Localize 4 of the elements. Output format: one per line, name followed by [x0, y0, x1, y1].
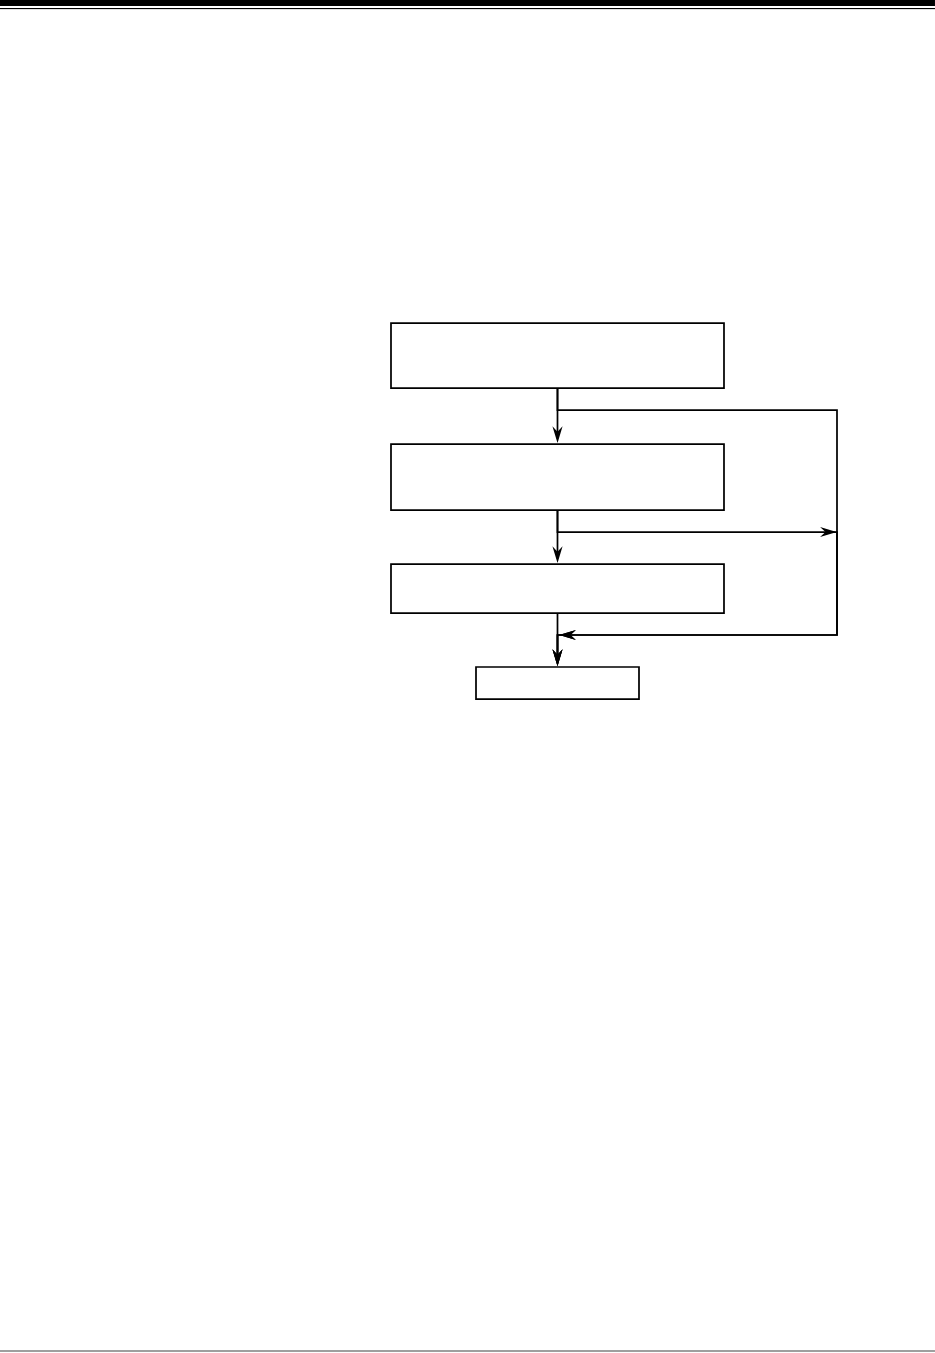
process-box: [475, 666, 640, 700]
process-box: [390, 563, 725, 614]
process-box: [390, 443, 725, 511]
process-box: [390, 322, 725, 389]
